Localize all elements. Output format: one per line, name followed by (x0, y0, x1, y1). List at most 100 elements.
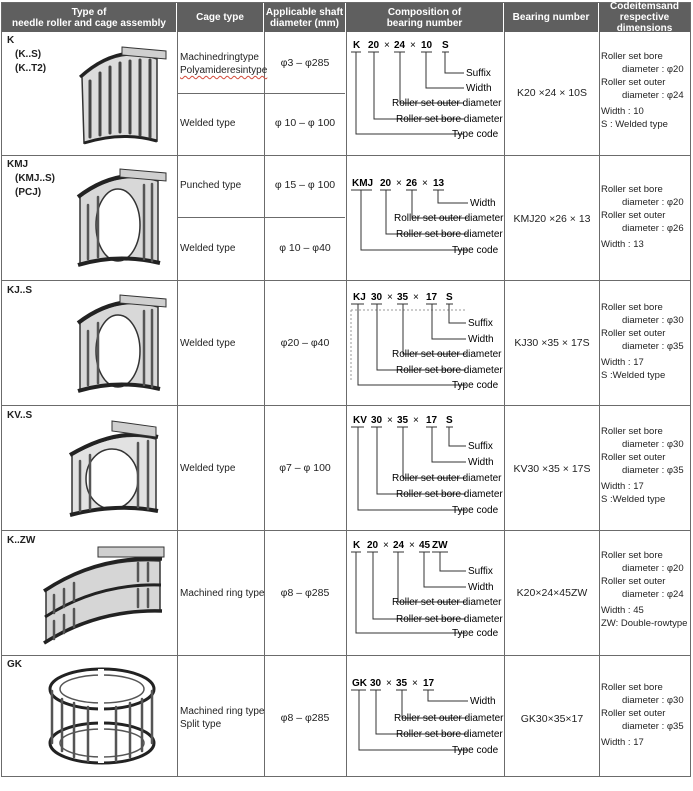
svg-text:×: × (413, 415, 419, 426)
type-alias: (K..T2) (15, 63, 47, 74)
cage-type: Machined ring type (180, 587, 265, 599)
composition-diagram: KJ 30 × 35 × 17 S Suffix Width Roller se… (346, 285, 504, 405)
grid-line (504, 32, 505, 776)
code-part: 20 (380, 178, 392, 189)
code-label: Suffix (468, 441, 493, 452)
header-code-items: Codeitemsand respective dimensions (599, 1, 690, 34)
bearing-number: KV30 ×35 × 17S (513, 463, 591, 475)
needle-roller-cage-illustration (48, 667, 156, 765)
code-part: ZW (432, 540, 448, 551)
svg-text:×: × (383, 540, 389, 551)
row-divider (2, 155, 690, 156)
bearing-number: K20×24×45ZW (516, 587, 588, 599)
needle-roller-cage-illustration (76, 294, 167, 393)
svg-text:×: × (396, 178, 402, 189)
header-bearing-number: Bearing number (504, 3, 599, 32)
code-label: Width (470, 696, 496, 707)
code-label: Type code (452, 245, 499, 256)
type-name: GK (7, 659, 22, 670)
code-items: Roller set bore diameter : φ20 Roller se… (601, 51, 684, 130)
code-label: Roller set bore diameter (396, 729, 503, 740)
cage-type: Machined ring type (180, 706, 265, 717)
type-alias: (KMJ..S) (15, 173, 55, 184)
cage-type: Welded type (180, 462, 236, 474)
code-part: 24 (394, 40, 406, 51)
code-label: Roller set bore diameter (396, 614, 503, 625)
code-label: Roller set outer diameter (392, 349, 502, 360)
cage-type-cell: Machined ring type Split type (180, 698, 266, 738)
code-part: K (353, 540, 361, 551)
type-name: KJ..S (7, 285, 33, 296)
grid-line (599, 32, 600, 776)
grid-line (346, 32, 347, 776)
code-items: Roller set bore diameter : φ20 Roller se… (601, 550, 688, 629)
code-label: Width (468, 582, 494, 593)
header-shaft-diameter: Applicable shaft diameter (mm) (264, 3, 346, 32)
cage-type: Punched type (180, 179, 242, 191)
code-part: KV (353, 415, 367, 426)
code-label: Suffix (468, 318, 493, 329)
sub-row-divider (177, 93, 345, 94)
svg-text:×: × (422, 178, 428, 189)
code-label: Suffix (468, 566, 493, 577)
code-part: KMJ (352, 178, 373, 189)
code-label: Type code (452, 505, 499, 516)
row-divider (2, 405, 690, 406)
header-composition: Composition of bearing number (346, 3, 504, 32)
code-part: 30 (371, 292, 383, 303)
composition-diagram: K 20 × 24 × 45 ZW Suffix Width Roller se… (346, 533, 504, 653)
needle-roller-cage-illustration (76, 168, 167, 267)
code-part: 35 (396, 678, 408, 689)
cage-type: Welded type (180, 337, 236, 349)
code-part: 35 (397, 292, 409, 303)
code-items: Roller set bore diameter : φ30 Roller se… (601, 426, 684, 505)
code-label: Roller set bore diameter (396, 365, 503, 376)
row-divider (2, 655, 690, 656)
code-part: 10 (421, 40, 433, 51)
svg-text:×: × (410, 40, 416, 51)
bearing-spec-table: Type of needle roller and cage assembly … (1, 1, 691, 777)
svg-text:×: × (409, 540, 415, 551)
needle-roller-cage-illustration (78, 46, 167, 145)
code-part: 26 (406, 178, 418, 189)
code-part: 17 (426, 415, 438, 426)
shaft-diameter: φ20 – φ40 (280, 337, 330, 349)
code-label: Roller set outer diameter (394, 713, 504, 724)
code-label: Width (468, 334, 494, 345)
cage-type: Machinedringtype (180, 52, 259, 63)
type-name: KV..S (7, 410, 33, 421)
grid-line (264, 32, 265, 776)
type-name: KMJ (KMJ..S) (PCJ) (7, 159, 55, 198)
composition-diagram: KMJ 20 × 26 × 13 Width Roller set outer … (346, 171, 504, 291)
code-items: Roller set bore diameter : φ20 Roller se… (601, 184, 684, 250)
code-label: Roller set outer diameter (392, 98, 502, 109)
code-part: GK (352, 678, 368, 689)
code-part: 30 (370, 678, 382, 689)
shaft-diameter: φ 10 – φ40 (279, 242, 331, 254)
code-part: K (353, 40, 361, 51)
shaft-diameter: φ8 – φ285 (280, 587, 330, 599)
svg-text:×: × (412, 678, 418, 689)
bearing-number: GK30×35×17 (520, 713, 584, 725)
bearing-number: KMJ20 ×26 × 13 (513, 213, 591, 225)
code-part: 24 (393, 540, 405, 551)
code-label: Roller set bore diameter (396, 489, 503, 500)
bearing-number: K20 ×24 × 10S (516, 87, 588, 99)
code-items: Roller set bore diameter : φ30 Roller se… (601, 302, 684, 381)
code-part: S (446, 292, 453, 303)
code-part: S (446, 415, 453, 426)
code-part: 20 (368, 40, 380, 51)
shaft-diameter: φ3 – φ285 (280, 57, 330, 69)
grid-line (177, 32, 178, 776)
header-type: Type of needle roller and cage assembly (2, 3, 177, 32)
cage-type: Polyamideresintype (180, 65, 268, 76)
needle-roller-cage-illustration (68, 420, 159, 517)
cage-type-cell: Machinedringtype Polyamideresintype (180, 43, 268, 85)
code-part: 17 (426, 292, 438, 303)
code-part: S (442, 40, 449, 51)
type-alias: (K..S) (15, 49, 42, 60)
code-label: Width (470, 198, 496, 209)
code-label: Roller set bore diameter (396, 229, 503, 240)
code-items: Roller set bore diameter : φ30 Roller se… (601, 682, 684, 748)
sub-row-divider (177, 217, 345, 218)
